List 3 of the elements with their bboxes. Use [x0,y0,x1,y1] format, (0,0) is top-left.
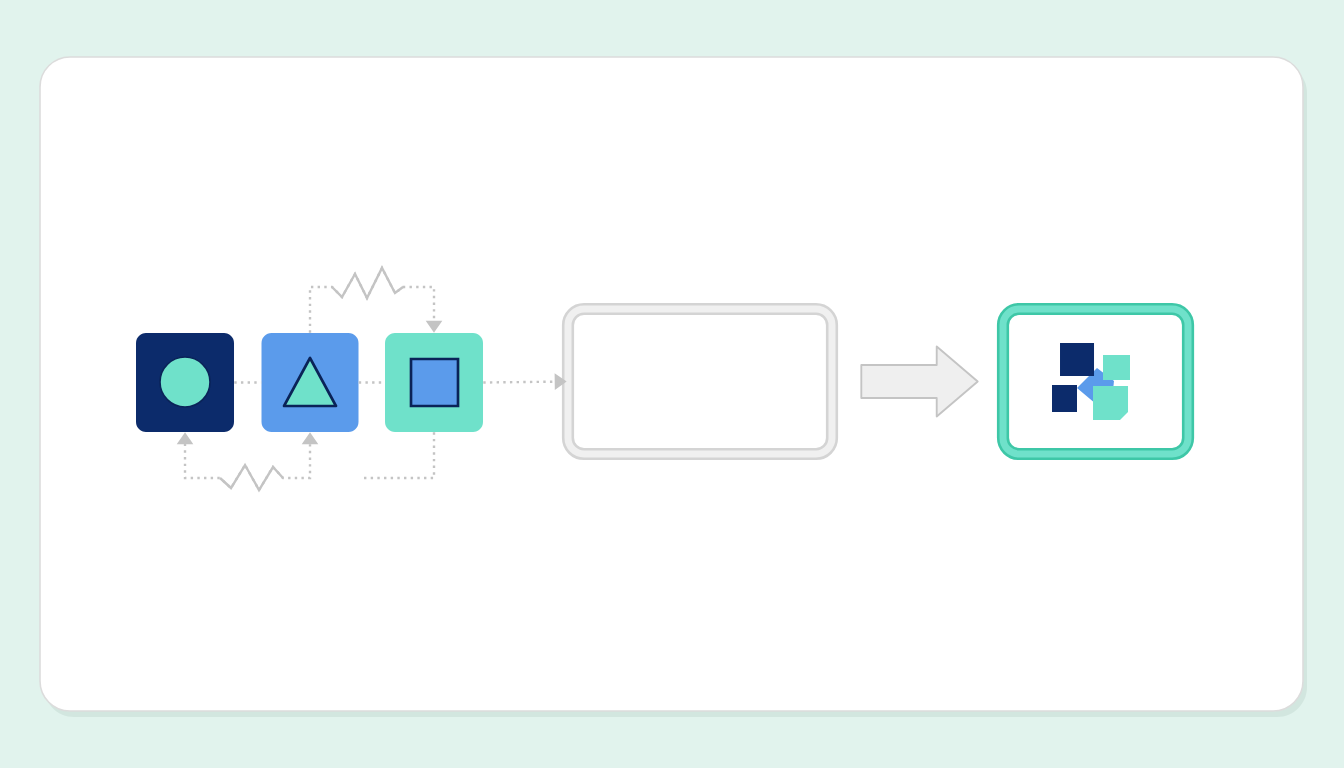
block-arrow [860,345,979,418]
empty-box [561,302,839,461]
dotted-line [362,432,436,480]
